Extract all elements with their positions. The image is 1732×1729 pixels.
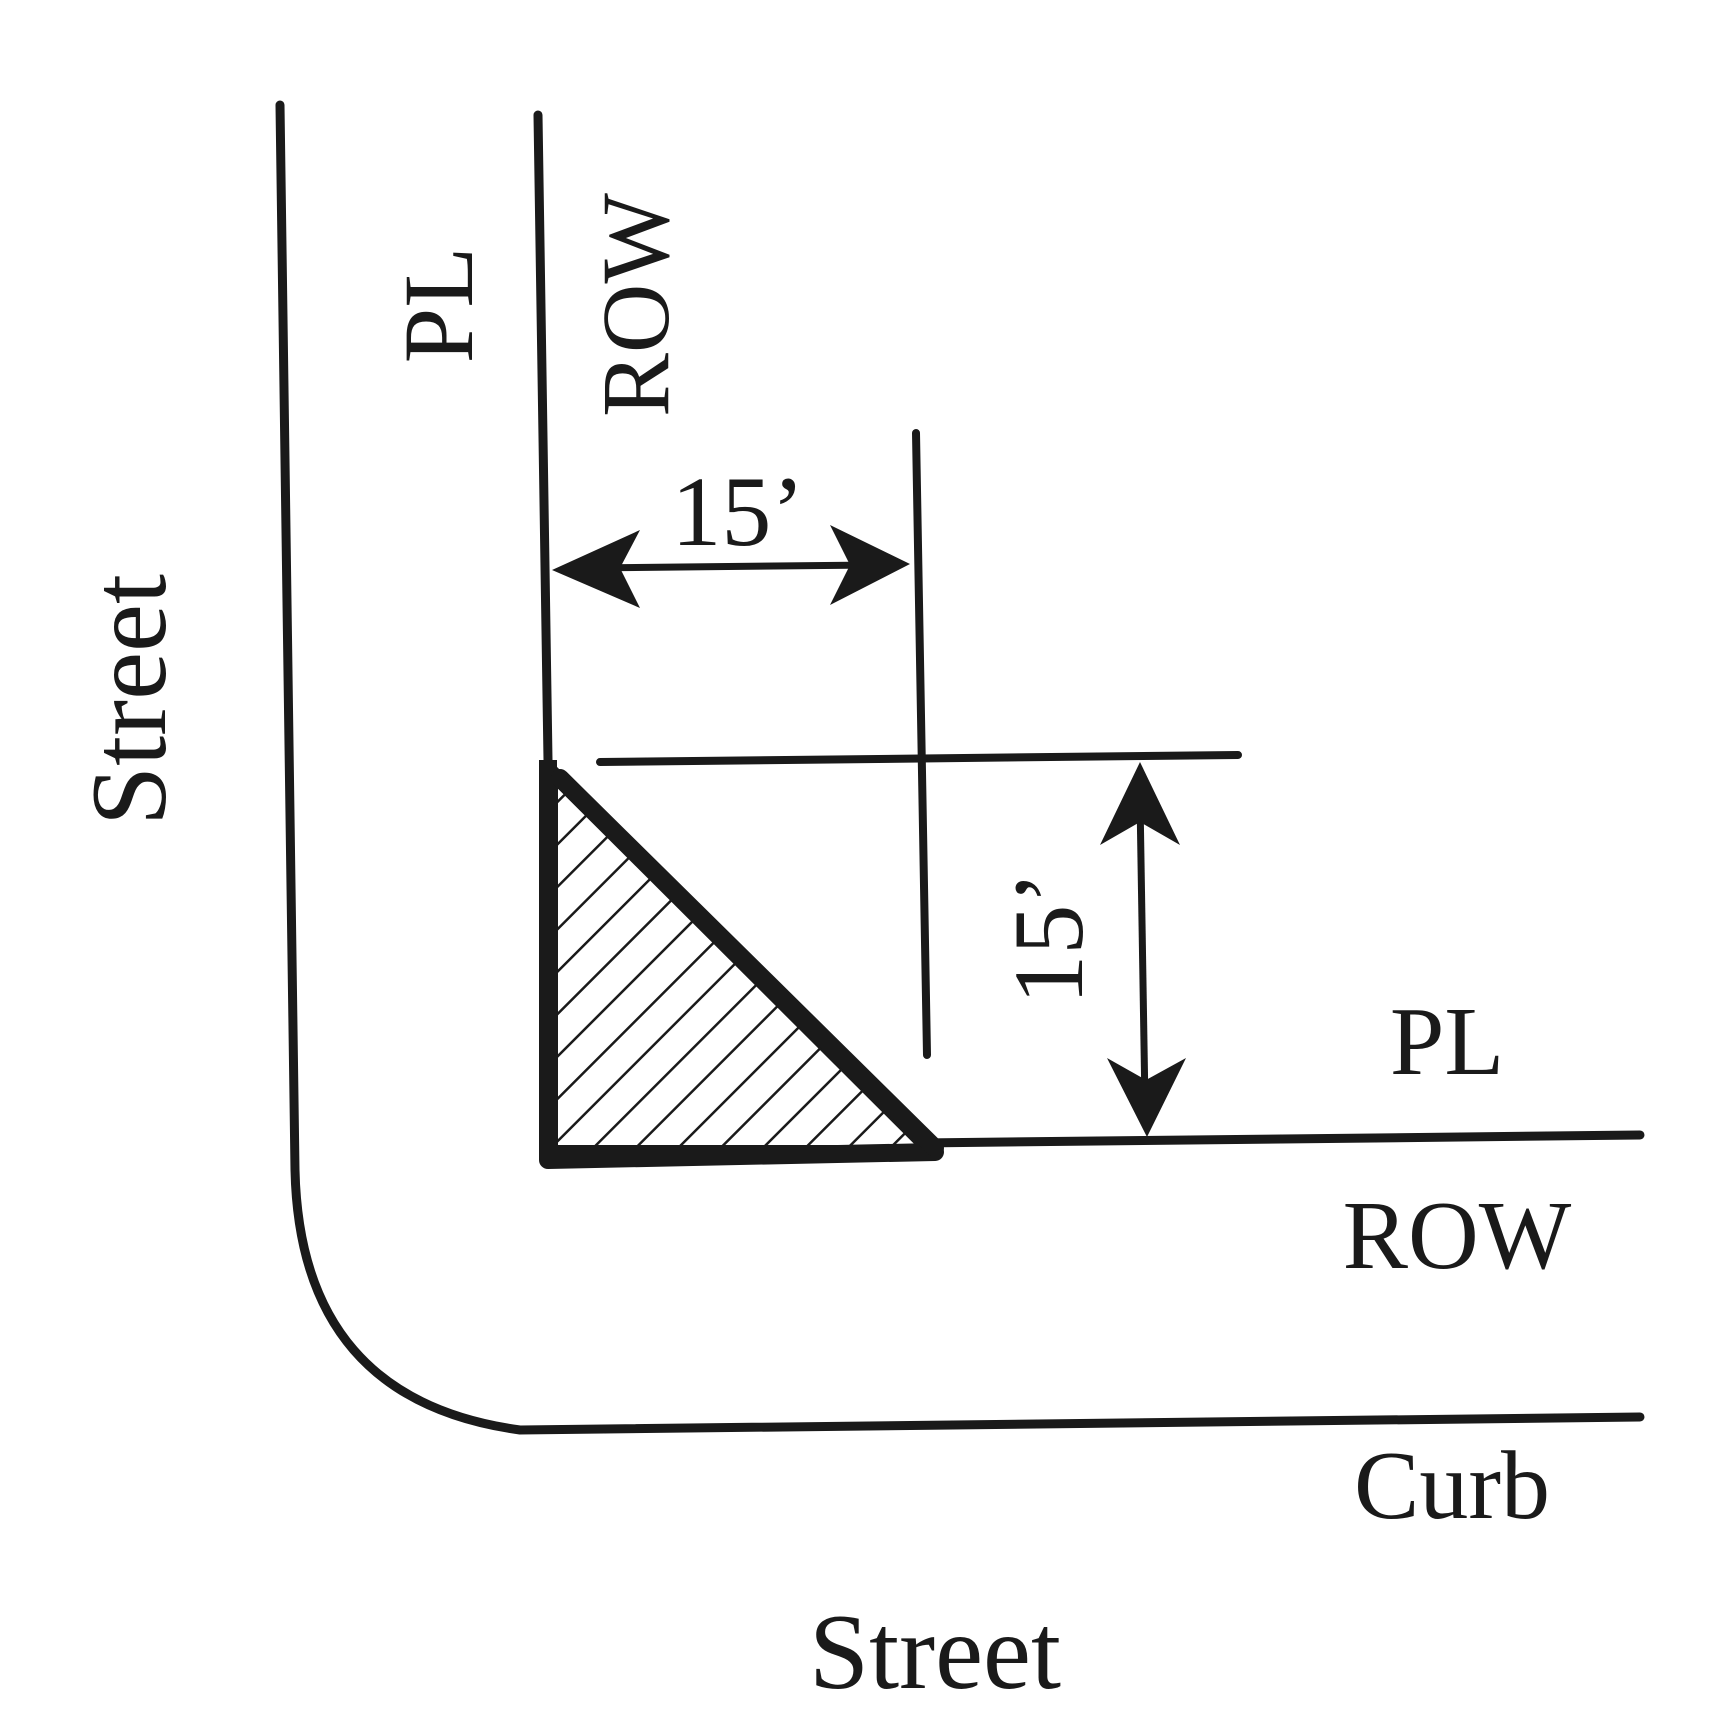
dimension-label-horizontal: 15’ — [671, 456, 804, 567]
pl-label-vertical: PL — [383, 247, 494, 364]
reference-line-horizontal — [596, 751, 1242, 766]
reference-line-vertical — [912, 429, 931, 1059]
property-line-horizontal — [915, 1130, 1645, 1148]
street-label-vertical: Street — [70, 574, 189, 826]
curb-line — [275, 100, 1645, 1435]
dimension-arrow-vertical — [1100, 762, 1186, 1137]
street-label-horizontal: Street — [809, 1593, 1061, 1712]
sight-triangle — [539, 757, 944, 1169]
row-label-vertical: ROW — [582, 193, 689, 417]
row-label-horizontal: ROW — [1343, 1182, 1572, 1290]
pl-label-horizontal: PL — [1390, 988, 1504, 1096]
dimension-arrow-horizontal — [552, 525, 910, 608]
dimension-label-vertical: 15’ — [993, 871, 1104, 1004]
curb-label: Curb — [1354, 1432, 1550, 1540]
property-line-vertical — [533, 110, 553, 765]
